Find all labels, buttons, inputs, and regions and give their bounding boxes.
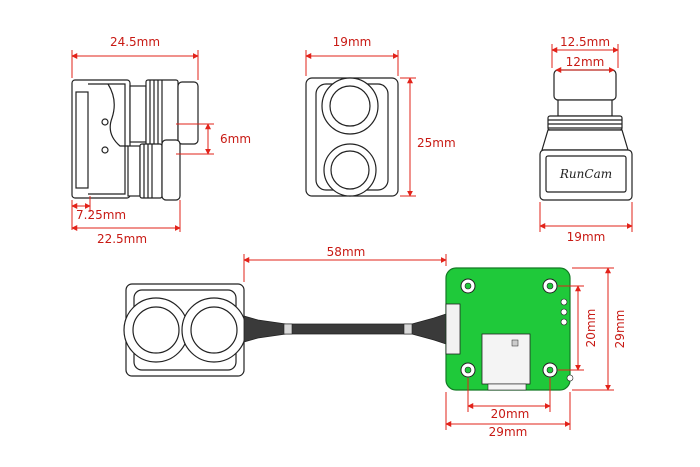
side-offset-label: 6mm bbox=[220, 132, 251, 146]
side-view: 24.5mm 6mm 7.25mm 22.5mm bbox=[71, 35, 251, 246]
side-upper-lens-base bbox=[129, 85, 147, 143]
side-lower-lens-threads bbox=[143, 144, 153, 198]
side-screw-upper bbox=[101, 118, 109, 126]
assembly-right-lens-inner bbox=[190, 306, 238, 354]
top-lens-outer-label: 12.5mm bbox=[560, 35, 610, 49]
assembly-view: 58mm 20mm 29mm 20mm 29mm bbox=[123, 245, 627, 439]
front-lower-lens-inner bbox=[330, 150, 370, 190]
front-height-label: 25mm bbox=[417, 136, 456, 150]
top-bracket bbox=[541, 129, 629, 151]
top-housing bbox=[539, 149, 633, 201]
assembly-left-lens-outer bbox=[123, 297, 189, 363]
side-body-length-label: 22.5mm bbox=[97, 232, 147, 246]
side-lower-lens-base bbox=[127, 145, 141, 197]
side-housing-edge bbox=[88, 83, 126, 195]
assembly-left-lens-inner bbox=[132, 306, 180, 354]
side-back-depth-label: 7.25mm bbox=[76, 208, 126, 222]
board-hole-vertical-label: 20mm bbox=[584, 309, 598, 348]
side-upper-lens-threads bbox=[149, 80, 163, 146]
cable-ferrite-right bbox=[403, 323, 413, 335]
side-screw-lower bbox=[101, 146, 109, 154]
assembly-right-lens-outer bbox=[181, 297, 247, 363]
side-bracket-curve bbox=[107, 83, 128, 147]
brand-logo: RunCam bbox=[559, 167, 612, 181]
cable-ferrite-left bbox=[283, 323, 293, 335]
side-housing bbox=[71, 79, 131, 199]
top-lens-neck bbox=[557, 99, 613, 117]
side-back-plate bbox=[75, 91, 89, 189]
top-lens-cap bbox=[553, 69, 617, 101]
front-width-label: 19mm bbox=[333, 35, 372, 49]
side-lower-lens-thread bbox=[139, 143, 163, 199]
top-lens-threads bbox=[548, 119, 622, 129]
cable-length-label: 58mm bbox=[327, 245, 366, 259]
board-pads bbox=[560, 298, 574, 382]
board-width-label: 29mm bbox=[489, 425, 528, 439]
board-height-label: 29mm bbox=[613, 310, 627, 349]
front-upper-lens-inner bbox=[329, 85, 371, 127]
front-lower-lens-outer bbox=[323, 143, 377, 197]
ribbon-cable bbox=[243, 313, 447, 345]
side-lower-lens-cap bbox=[161, 139, 181, 201]
top-width-label: 19mm bbox=[567, 230, 606, 244]
front-view: 19mm 25mm bbox=[305, 35, 456, 197]
side-upper-lens-cap bbox=[177, 81, 199, 145]
board-chip bbox=[481, 333, 531, 385]
top-housing-panel bbox=[545, 155, 627, 193]
side-length-label: 24.5mm bbox=[110, 35, 160, 49]
board-connector bbox=[445, 303, 461, 355]
top-lens-inner-label: 12mm bbox=[566, 55, 605, 69]
board-edge-connector bbox=[487, 383, 527, 391]
top-view: RunCam 12.5mm 12mm 19mm bbox=[539, 35, 633, 244]
board-hole-horizontal-label: 20mm bbox=[491, 407, 530, 421]
